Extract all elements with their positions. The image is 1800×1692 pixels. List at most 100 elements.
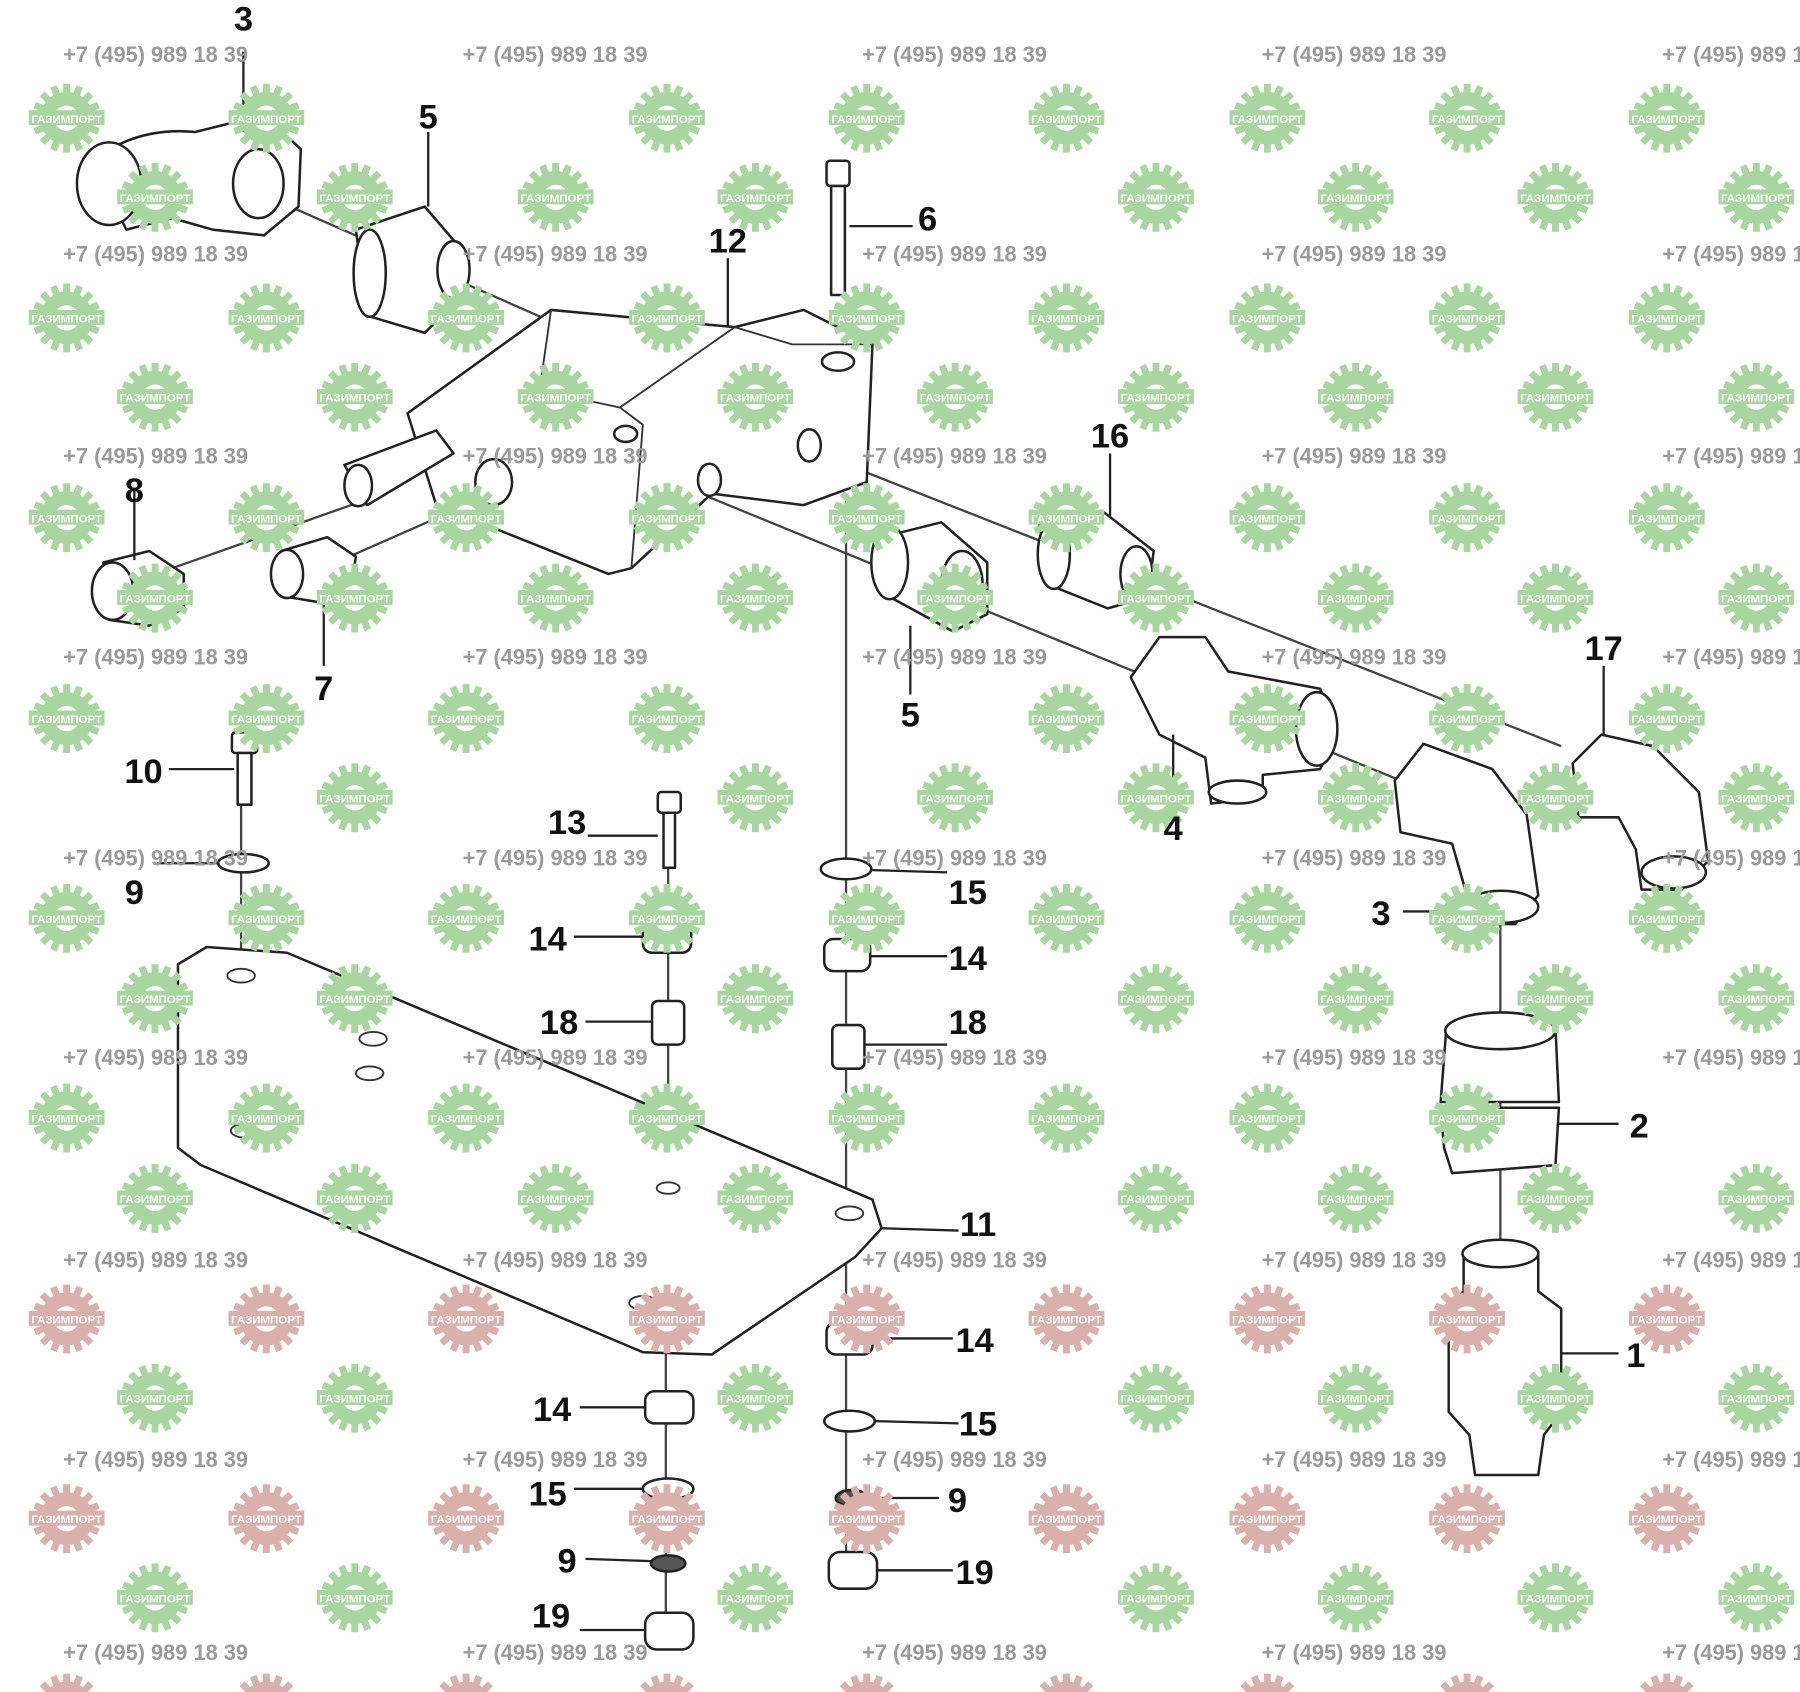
gazimport-logo: ГАЗИМПОРТ [1429,684,1505,754]
gazimport-logo: ГАЗИМПОРТ [1229,883,1306,953]
gazimport-logo: ГАЗИМПОРТ [1317,362,1394,432]
gazimport-logo: ГАЗИМПОРТ [1628,1484,1705,1554]
gazimport-logo-text: ГАЗИМПОРТ [1232,914,1303,926]
phone-watermark-layer: +7 (495) 989 18 39 +7 (495) 989 18 39 +7 (… [63,42,1800,1665]
callout-10: 10 [124,753,162,791]
gazimport-logo: ГАЗИМПОРТ [629,684,705,754]
gazimport-logo-text: ГАЗИМПОРТ [1631,314,1702,326]
gazimport-logo: ГАЗИМПОРТ [428,483,504,553]
gazimport-logo: ГАЗИМПОРТ [717,163,794,232]
gazimport-logo-text: ГАЗИМПОРТ [632,1114,703,1126]
gazimport-logo-text: ГАЗИМПОРТ [1432,513,1503,525]
gazimport-logo-text: ГАЗИМПОРТ [720,393,791,405]
gazimport-logo-text: ГАЗИМПОРТ [319,994,390,1006]
gazimport-logo-text: ГАЗИМПОРТ [1432,1514,1503,1526]
gazimport-logo: ГАЗИМПОРТ [629,883,705,953]
phone-watermark: +7 (495) 989 18 39 [1262,846,1447,871]
spacer-middle [650,999,686,1046]
gazimport-logo: ГАЗИМПОРТ [828,1083,905,1153]
gazimport-logo: ГАЗИМПОРТ [1517,964,1594,1034]
gazimport-logo: ГАЗИМПОРТ [717,964,794,1034]
gazimport-logo [435,1673,497,1692]
gazimport-logo-text: ГАЗИМПОРТ [1031,314,1102,326]
gazimport-logo-text: ГАЗИМПОРТ [1031,114,1102,126]
gazimport-logo: ГАЗИМПОРТ [1118,1163,1194,1233]
gazimport-logo-text: ГАЗИМПОРТ [319,1194,390,1206]
gazimport-logo-text: ГАЗИМПОРТ [31,1514,102,1526]
gazimport-logo-text: ГАЗИМПОРТ [31,714,102,726]
gazimport-logo-text: ГАЗИМПОРТ [431,314,502,326]
drawing-parts [75,113,1710,1651]
gazimport-logo: ГАЗИМПОРТ [428,684,504,754]
callout-2: 2 [1630,1108,1649,1146]
gazimport-logo-text: ГАЗИМПОРТ [720,994,791,1006]
phone-watermark: +7 (495) 989 18 39 [1662,1447,1800,1472]
callout-3: 3 [234,1,253,39]
gazimport-logo: ГАЗИМПОРТ [316,763,393,833]
gazimport-logo-text: ГАЗИМПОРТ [231,1514,302,1526]
gazimport-logo-text: ГАЗИМПОРТ [831,314,902,326]
gazimport-logo: ГАЗИМПОРТ [316,964,393,1034]
callout-15: 15 [949,874,987,912]
callout-9c: 9 [558,1543,577,1581]
gazimport-logo: ГАЗИМПОРТ [1317,1563,1394,1633]
gazimport-logo-text: ГАЗИМПОРТ [831,914,902,926]
gazimport-logo-text: ГАЗИМПОРТ [1121,594,1192,606]
callout-9: 9 [125,874,144,912]
gazimport-logo-text: ГАЗИМПОРТ [319,193,390,205]
gazimport-logo: ГАЗИМПОРТ [28,483,105,553]
phone-watermark: +7 (495) 989 18 39 [463,1640,648,1665]
gazimport-logo-text: ГАЗИМПОРТ [120,193,191,205]
gazimport-logo: ГАЗИМПОРТ [428,1284,504,1354]
gazimport-logo [235,1673,297,1692]
gazimport-logo-text: ГАЗИМПОРТ [1121,193,1192,205]
gazimport-logo: ГАЗИМПОРТ [428,283,504,353]
gazimport-logo-text: ГАЗИМПОРТ [720,1194,791,1206]
gazimport-logo-text: ГАЗИМПОРТ [632,314,703,326]
gazimport-logo: ГАЗИМПОРТ [1429,283,1505,353]
gazimport-logo-text: ГАЗИМПОРТ [231,914,302,926]
phone-watermark: +7 (495) 989 18 39 [862,1247,1047,1272]
phone-watermark: +7 (495) 989 18 39 [63,645,248,670]
gazimport-logo-text: ГАЗИМПОРТ [632,1315,703,1327]
gazimport-logo: ГАЗИМПОРТ [517,362,594,432]
nut-right [827,1550,879,1590]
gazimport-logo: ГАЗИМПОРТ [1517,563,1594,633]
gazimport-logo: ГАЗИМПОРТ [828,483,905,553]
gazimport-logo: ГАЗИМПОРТ [917,563,993,633]
gazimport-logo: ГАЗИМПОРТ [1028,1484,1105,1554]
gazimport-logo: ГАЗИМПОРТ [1718,1363,1795,1433]
gazimport-logo: ГАЗИМПОРТ [1429,1083,1505,1153]
phone-watermark: +7 (495) 989 18 39 [1662,444,1800,469]
gazimport-logo: ГАЗИМПОРТ [828,1484,905,1554]
gazimport-logo-text: ГАЗИМПОРТ [1320,193,1391,205]
phone-watermark: +7 (495) 989 18 39 [63,242,248,267]
gazimport-logo-text: ГАЗИМПОРТ [920,594,991,606]
gazimport-logo: ГАЗИМПОРТ [117,1163,193,1233]
gazimport-logo: ГАЗИМПОРТ [517,163,594,232]
gazimport-logo: ГАЗИМПОРТ [228,483,305,553]
gazimport-logo-text: ГАЗИМПОРТ [1121,793,1192,805]
gazimport-logo-text: ГАЗИМПОРТ [1432,914,1503,926]
callout-19b: 19 [532,1598,570,1636]
gazimport-logo-text: ГАЗИМПОРТ [31,1114,102,1126]
phone-watermark: +7 (495) 989 18 39 [862,846,1047,871]
gazimport-logo-text: ГАЗИМПОРТ [520,393,591,405]
gazimport-logo: ГАЗИМПОРТ [1028,483,1105,553]
gazimport-logo: ГАЗИМПОРТ [316,163,393,232]
callout-18b: 18 [949,1004,987,1042]
gazimport-logo-text: ГАЗИМПОРТ [120,393,191,405]
gazimport-logo-text: ГАЗИМПОРТ [120,994,191,1006]
gazimport-logo: ГАЗИМПОРТ [117,964,193,1034]
gazimport-logo: ГАЗИМПОРТ [316,1563,393,1633]
gazimport-logo: ГАЗИМПОРТ [117,1563,193,1633]
gazimport-logo-text: ГАЗИМПОРТ [319,393,390,405]
gazimport-logo: ГАЗИМПОРТ [1628,83,1705,153]
gazimport-logo-text: ГАЗИМПОРТ [1320,1394,1391,1406]
callout-14b: 14 [949,940,987,978]
phone-watermark: +7 (495) 989 18 39 [63,1640,248,1665]
phone-watermark: +7 (495) 989 18 39 [1262,1045,1447,1070]
gazimport-logo-text: ГАЗИМПОРТ [720,594,791,606]
callout-14: 14 [528,920,566,958]
